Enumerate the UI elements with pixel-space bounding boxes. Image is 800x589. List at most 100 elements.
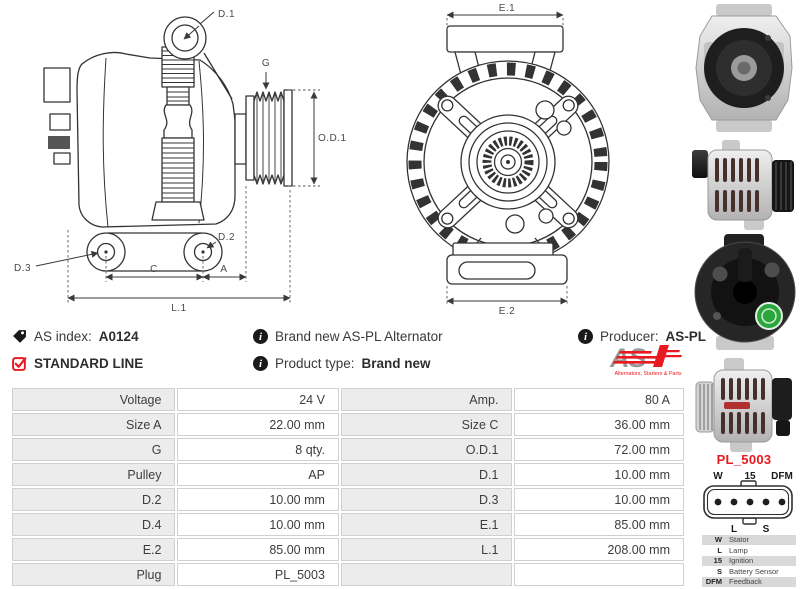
producer-value: AS-PL (665, 329, 707, 344)
info-icon: i (578, 329, 593, 344)
spec-value-cell: 10.00 mm (514, 463, 684, 486)
dim-label-e2: E.2 (499, 306, 516, 317)
tag-icon (13, 330, 26, 343)
plug-legend-key: 15 (713, 556, 722, 566)
spec-label-cell: Pulley (12, 463, 176, 486)
as-pl-logo: AS Alternators, Starters & Parts (602, 342, 694, 383)
spec-value-cell: 24 V (177, 388, 339, 411)
spec-value-cell: 208.00 mm (514, 538, 684, 561)
pin-label-s: S (763, 524, 770, 533)
standard-line-row: STANDARD LINE (12, 356, 143, 371)
dim-label-d3: D.3 (14, 263, 31, 274)
spec-label-cell: Amp. (340, 388, 513, 411)
spec-value-cell: PL_5003 (177, 563, 339, 586)
spec-value-cell: 85.00 mm (177, 538, 339, 561)
product-photo-rear[interactable] (692, 232, 798, 359)
dim-label-a: A (220, 264, 227, 275)
spec-label-cell: Size C (340, 413, 513, 436)
producer-line: i Producer: AS-PL (578, 329, 706, 344)
plug-title: PL_5003 (716, 452, 772, 467)
plug-legend-key: L (717, 545, 722, 555)
as-index-value: A0124 (98, 329, 139, 344)
logo-tagline: Alternators, Starters & Parts (614, 371, 681, 377)
plug-legend-desc: Stator (729, 535, 750, 545)
spec-value-cell: AP (177, 463, 339, 486)
producer-label: Producer: (600, 329, 659, 344)
spec-label-cell: Size A (12, 413, 176, 436)
spec-label-cell: D.3 (340, 488, 513, 511)
spec-value-cell: 85.00 mm (514, 513, 684, 536)
spec-label-cell: E.2 (12, 538, 176, 561)
brand-new-text: Brand new AS-PL Alternator (275, 329, 443, 344)
dim-label-g: G (262, 58, 270, 69)
spec-value-cell: 80 A (514, 388, 684, 411)
plug-legend-key: W (714, 535, 722, 545)
spec-label-cell (340, 563, 513, 586)
technical-drawing-front-view: E.1 E.2 (406, 3, 610, 317)
dim-label-e1: E.1 (499, 3, 516, 14)
product-photo-side[interactable] (690, 138, 800, 237)
pin-label-15: 15 (744, 471, 756, 482)
plug-connector-diagram: W 15 DFM L S (703, 471, 793, 533)
brand-new-line: i Brand new AS-PL Alternator (253, 329, 443, 344)
product-type-value: Brand new (361, 356, 431, 371)
pin-label-l: L (731, 524, 737, 533)
spec-label-cell: D.4 (12, 513, 176, 536)
product-photo-front[interactable] (692, 2, 796, 139)
dim-label-d2: D.2 (218, 232, 235, 243)
plug-legend-desc: Feedback (729, 577, 762, 587)
standard-line-label: STANDARD LINE (34, 356, 144, 371)
plug-legend-key: S (716, 566, 722, 576)
spec-label-cell: E.1 (340, 513, 513, 536)
technical-drawing-side-view: D.1 G O.D.1 D.2 D.3 C A L.1 (14, 9, 347, 314)
spec-label-cell: D.2 (12, 488, 176, 511)
product-type-label: Product type: (275, 356, 355, 371)
dim-label-l1: L.1 (171, 303, 186, 314)
spec-value-cell: 10.00 mm (177, 513, 339, 536)
spec-label-cell: D.1 (340, 463, 513, 486)
product-photo-side-2[interactable] (694, 354, 794, 461)
spec-value-cell: 72.00 mm (514, 438, 684, 461)
as-index-line: AS index: A0124 (12, 329, 139, 344)
spec-value-cell (514, 563, 684, 586)
spec-label-cell: Voltage (12, 388, 176, 411)
spec-label-cell: Plug (12, 563, 176, 586)
as-index-label: AS index: (34, 329, 92, 344)
dim-label-od1: O.D.1 (318, 133, 347, 144)
plug-legend-desc: Lamp (729, 545, 748, 555)
info-icon: i (253, 356, 268, 371)
plug-legend-row: L Lamp (702, 545, 796, 555)
pin-label-dfm: DFM (771, 471, 793, 482)
plug-legend-row: W Stator (702, 535, 796, 545)
spec-value-cell: 8 qty. (177, 438, 339, 461)
product-type-line: i Product type: Brand new (253, 356, 431, 371)
plug-legend-desc: Battery Sensor (729, 566, 779, 576)
pin-label-w: W (713, 471, 723, 482)
spec-label-cell: O.D.1 (340, 438, 513, 461)
plug-legend-key: DFM (705, 577, 722, 587)
spec-value-cell: 10.00 mm (514, 488, 684, 511)
plug-legend-row: DFM Feedback (702, 577, 796, 587)
spec-label-cell: G (12, 438, 176, 461)
plug-legend-desc: Ignition (729, 556, 754, 566)
plug-legend-row: S Battery Sensor (702, 566, 796, 576)
spec-value-cell: 10.00 mm (177, 488, 339, 511)
plug-legend-row: 15 Ignition (702, 556, 796, 566)
checkbox-checked-icon (12, 357, 27, 371)
dim-label-d1: D.1 (218, 9, 235, 20)
dim-label-c: C (150, 264, 158, 275)
spec-value-cell: 22.00 mm (177, 413, 339, 436)
